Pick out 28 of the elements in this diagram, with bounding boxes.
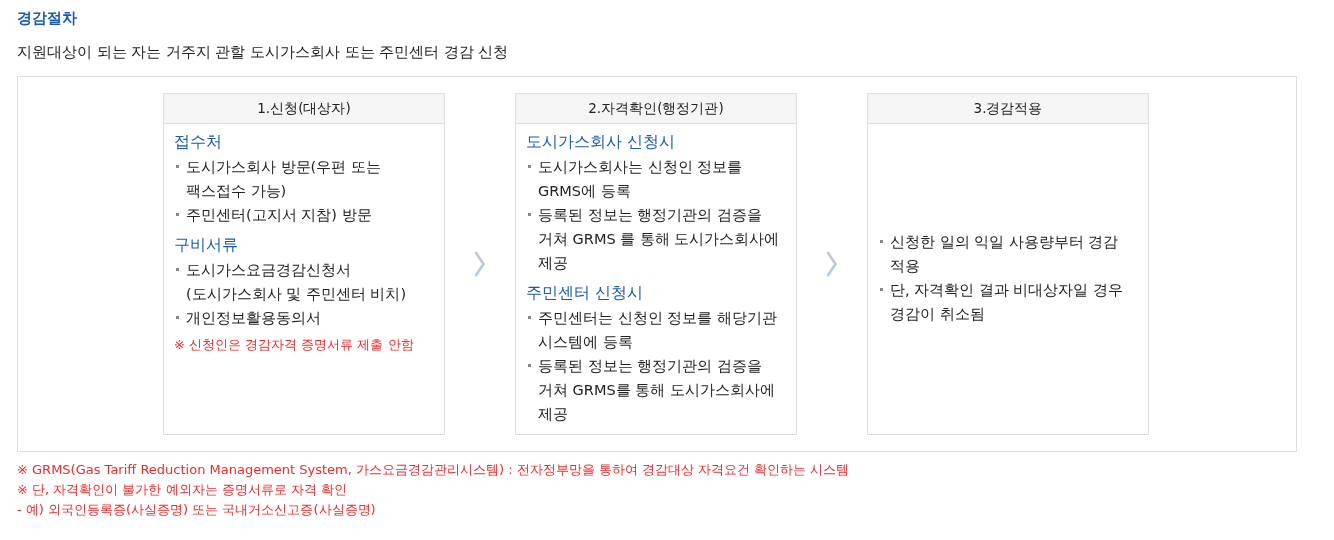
footnote: - 예) 외국인등록증(사실증명) 또는 국내거소신고증(사실증명) [17, 501, 376, 519]
list-item-text: 도시가스회사는 신청인 정보를 GRMS에 등록 [538, 158, 744, 201]
step-card [163, 93, 445, 435]
list-item-text: 개인정보활용동의서 [186, 309, 321, 328]
list-item-text: 주민센터는 신청인 정보를 해당기관 시스템에 등록 [538, 309, 778, 352]
list-item-text: 도시가스요금경감신청서 (도시가스회사 및 주민센터 비치) [186, 261, 408, 304]
footnote: ※ GRMS(Gas Tariff Reduction Management System, 가스요금경감관리시스템) : 전자정부망을 통하여 경감대상 자격요건 확인하는 시스템 [17, 461, 850, 479]
note-text: ※ 신청인은 경감자격 증명서류 제출 안함 [174, 336, 414, 354]
list-item-text: 신청한 일의 익일 사용량부터 경감 적용 [890, 232, 1120, 276]
chevron-arrow [826, 251, 838, 277]
list-item-text: 등록된 정보는 행정기관의 검증을 거쳐 GRMS 를 통해 도시가스회사에 제공 [538, 206, 781, 273]
step-card [515, 93, 797, 435]
page-title: 경감절차 [17, 8, 77, 29]
chevron-arrow [474, 251, 486, 277]
intro-text: 지원대상이 되는 자는 거주지 관할 도시가스회사 또는 주민센터 경감 신청 [17, 43, 509, 62]
step-header: 1.신청(대상자) [164, 94, 444, 124]
section-heading: 구비서류 [174, 234, 238, 256]
step-header: 2.자격확인(행정기관) [516, 94, 796, 124]
list-item-text: 도시가스회사 방문(우편 또는 팩스접수 가능) [186, 158, 382, 201]
footnote: ※ 단, 자격확인이 불가한 예외자는 증명서류로 자격 확인 [17, 481, 347, 499]
step-header: 3.경감적용 [868, 94, 1148, 124]
step-card [867, 93, 1149, 435]
section-heading: 주민센터 신청시 [526, 282, 644, 304]
list-item-text: 주민센터(고지서 지참) 방문 [186, 206, 372, 225]
list-item-text: 단, 자격확인 결과 비대상자일 경우 경감이 취소됨 [890, 280, 1125, 324]
list-item-text: 등록된 정보는 행정기관의 검증을 거쳐 GRMS를 통해 도시가스회사에 제공 [538, 357, 776, 424]
section-heading: 접수처 [174, 131, 222, 153]
section-heading: 도시가스회사 신청시 [526, 131, 676, 153]
